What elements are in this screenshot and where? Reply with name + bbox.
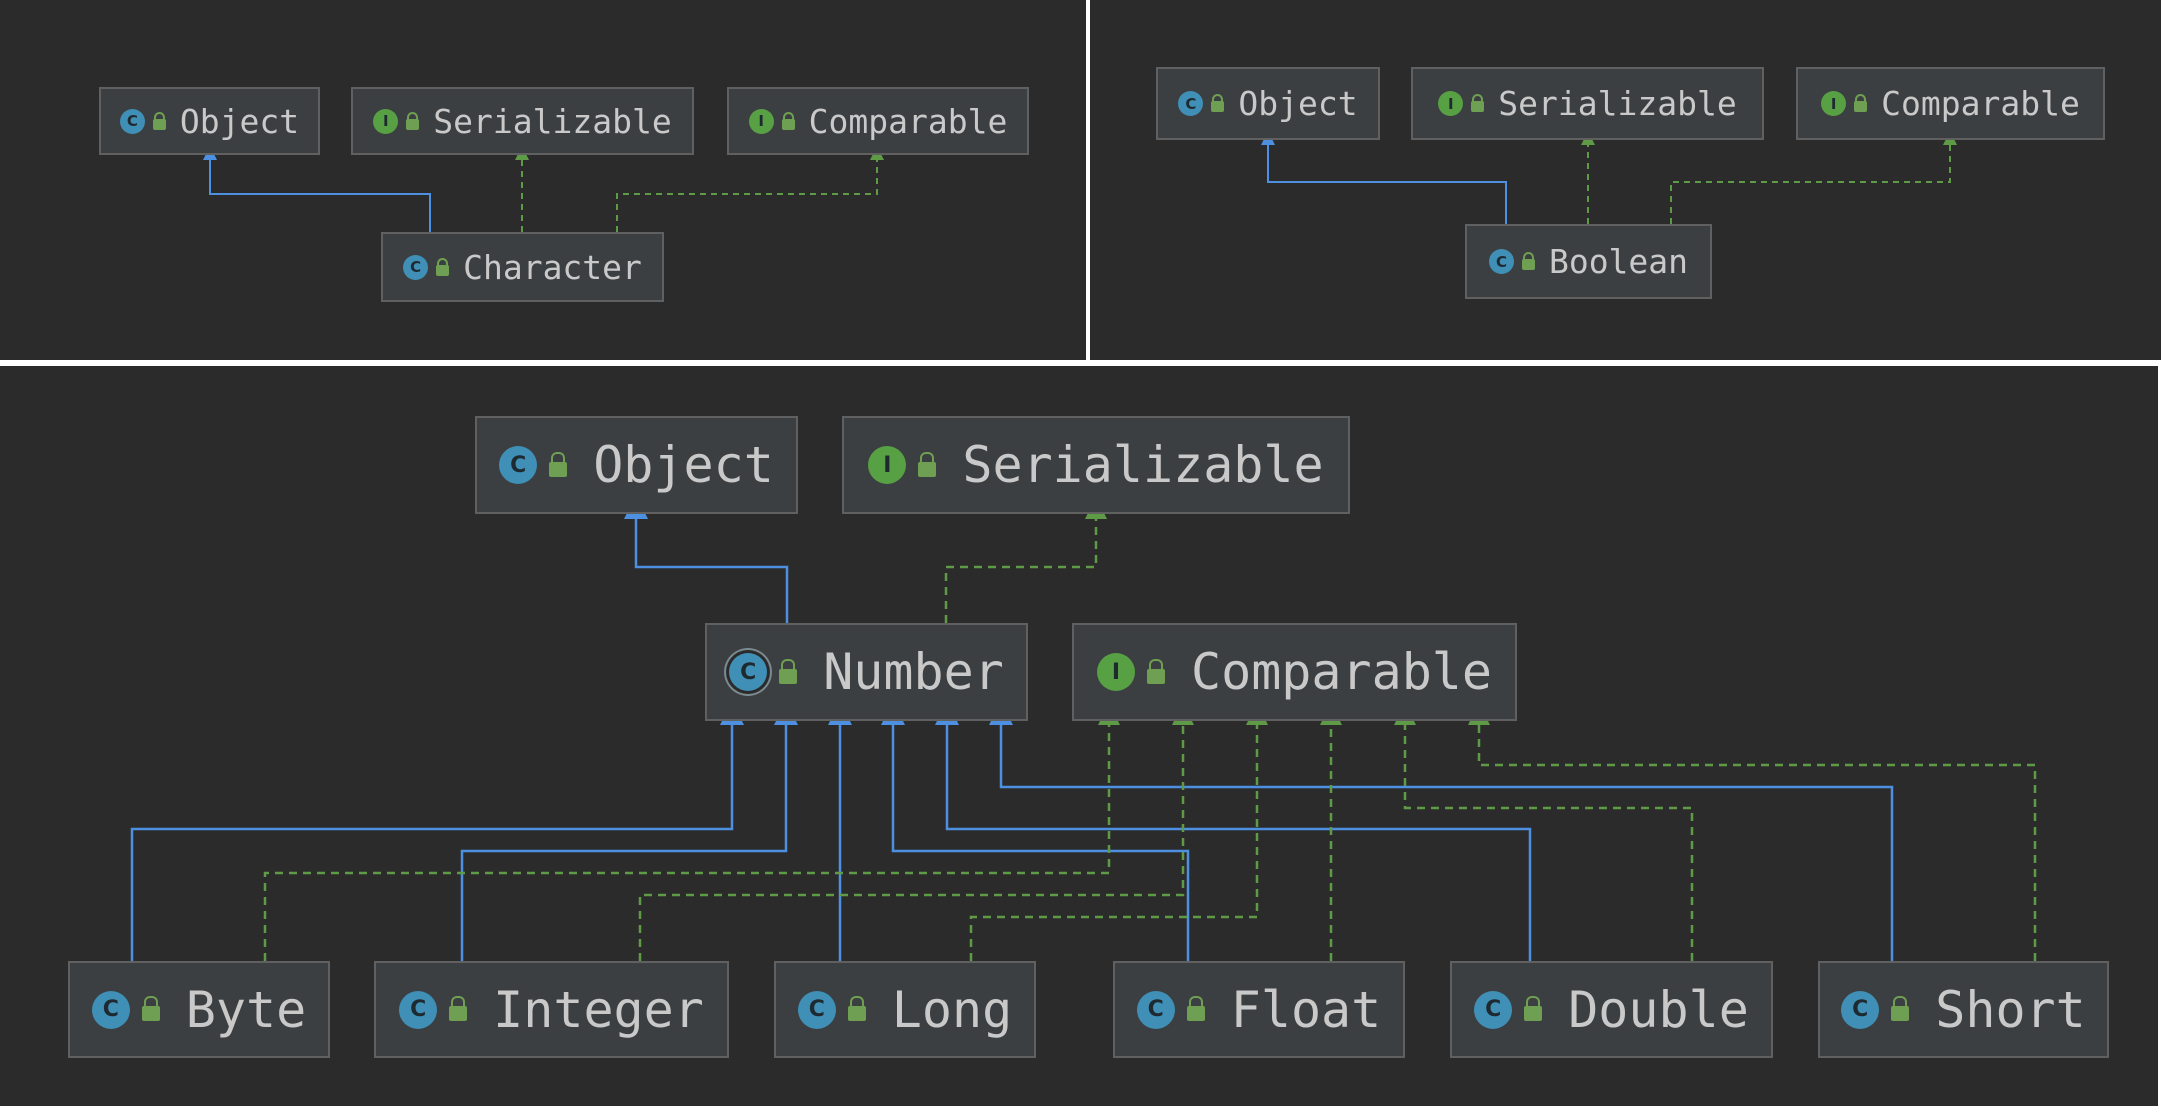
lock-icon (152, 111, 166, 130)
lock-icon (847, 996, 866, 1021)
interface-icon: I (1438, 91, 1464, 116)
node-serializable[interactable]: I Serializable (351, 87, 694, 155)
node-label: Comparable (1190, 643, 1493, 701)
node-label: Object (179, 101, 300, 141)
node-number[interactable]: C Number (705, 623, 1028, 721)
node-byte[interactable]: C Byte (68, 961, 330, 1058)
edge-boolean-implements-comparable (1670, 131, 1957, 224)
node-serializable[interactable]: I Serializable (842, 416, 1350, 514)
edge-byte-implements-comparable (263, 703, 1120, 961)
lock-icon (449, 996, 468, 1021)
class-icon: C (1841, 990, 1880, 1029)
lock-icon (1524, 996, 1543, 1021)
node-label: Character (463, 247, 642, 287)
node-label: Comparable (1881, 84, 2080, 123)
interface-icon: I (868, 446, 907, 484)
node-label: Comparable (808, 101, 1008, 141)
class-icon: C (91, 990, 130, 1029)
character-edges (203, 146, 884, 232)
lock-icon (1146, 658, 1165, 684)
node-long[interactable]: C Long (774, 961, 1036, 1058)
edge-character-extends-object (203, 146, 431, 232)
node-boolean[interactable]: C Boolean (1465, 224, 1712, 299)
interface-icon: I (1821, 91, 1847, 116)
class-icon: C (1488, 249, 1514, 274)
class-icon: C (399, 990, 438, 1029)
abstract-class-icon: C (729, 653, 768, 691)
class-icon: C (403, 254, 429, 280)
edge-float-extends-number (881, 701, 1190, 961)
node-comparable[interactable]: I Comparable (1796, 67, 2105, 140)
edge-integer-implements-comparable (638, 703, 1194, 961)
node-object[interactable]: C Object (1156, 67, 1380, 140)
boolean-hierarchy-panel: C Object I Serializable I Comparable C B… (1090, 0, 2161, 360)
class-icon: C (119, 108, 145, 134)
lock-icon (1854, 94, 1868, 112)
interface-icon: I (1096, 653, 1135, 691)
edge-number-implements-serializable (944, 497, 1107, 623)
node-label: Object (1238, 84, 1358, 123)
boolean-edges (1261, 131, 1957, 224)
interface-icon: I (373, 108, 399, 134)
node-label: Boolean (1548, 242, 1689, 281)
node-label: Double (1568, 980, 1749, 1039)
number-hierarchy-panel: C Object I Serializable C Number I Compa… (0, 366, 2158, 1106)
node-character[interactable]: C Character (381, 232, 664, 302)
node-double[interactable]: C Double (1450, 961, 1773, 1058)
lock-icon (779, 658, 798, 684)
class-icon: C (1178, 91, 1204, 116)
class-icon: C (1136, 990, 1175, 1029)
edge-byte-extends-number (130, 701, 744, 961)
edge-number-extends-object (624, 495, 789, 623)
lock-icon (436, 257, 450, 276)
character-hierarchy-panel: C Object I Serializable I Comparable C C… (0, 0, 1086, 360)
node-object[interactable]: C Object (99, 87, 320, 155)
node-float[interactable]: C Float (1113, 961, 1405, 1058)
edge-short-extends-number (989, 701, 1894, 961)
class-icon: C (797, 990, 836, 1029)
class-icon: C (499, 446, 538, 484)
lock-icon (406, 111, 420, 130)
node-label: Short (1935, 980, 2086, 1039)
node-label: Long (891, 980, 1013, 1039)
edge-double-extends-number (935, 701, 1532, 961)
node-label: Serializable (433, 101, 672, 141)
node-label: Byte (185, 980, 307, 1039)
edge-boolean-extends-object (1261, 131, 1507, 224)
lock-icon (549, 451, 568, 477)
edge-short-implements-comparable (1468, 703, 2037, 961)
edge-long-implements-comparable (969, 703, 1268, 961)
lock-icon (1471, 94, 1485, 112)
node-label: Object (593, 436, 774, 494)
interface-icon: I (748, 108, 774, 134)
edge-double-implements-comparable (1394, 703, 1694, 961)
lock-icon (1521, 252, 1535, 270)
node-label: Integer (493, 980, 704, 1039)
edge-integer-extends-number (460, 701, 798, 961)
node-serializable[interactable]: I Serializable (1411, 67, 1764, 140)
node-label: Serializable (1498, 84, 1737, 123)
node-label: Serializable (962, 436, 1324, 494)
node-object[interactable]: C Object (475, 416, 798, 514)
lock-icon (1186, 996, 1205, 1021)
lock-icon (141, 996, 160, 1021)
lock-icon (1891, 996, 1910, 1021)
lock-icon (1211, 94, 1225, 112)
node-integer[interactable]: C Integer (374, 961, 729, 1058)
node-comparable[interactable]: I Comparable (727, 87, 1029, 155)
lock-icon (781, 111, 795, 130)
class-icon: C (1474, 990, 1513, 1029)
node-label: Number (823, 643, 1004, 701)
node-short[interactable]: C Short (1818, 961, 2109, 1058)
node-comparable[interactable]: I Comparable (1072, 623, 1517, 721)
edge-character-implements-comparable (616, 146, 884, 232)
lock-icon (918, 451, 937, 477)
node-label: Float (1230, 980, 1382, 1039)
